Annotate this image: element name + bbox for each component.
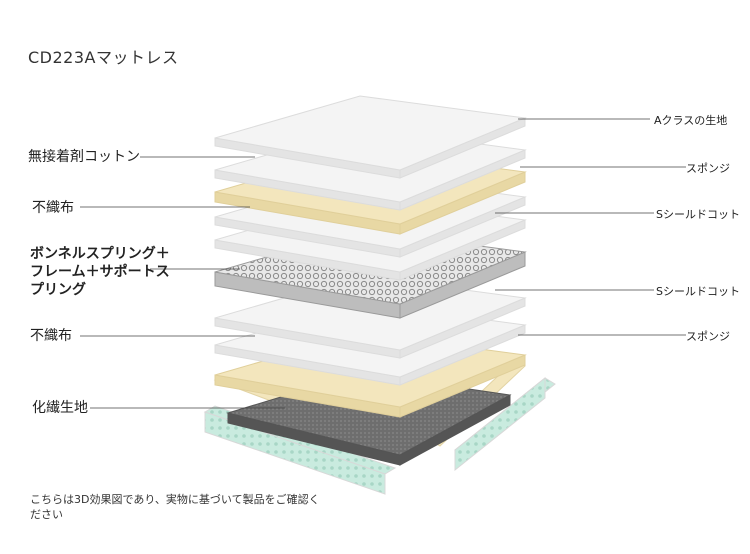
- disclaimer-note: こちらは3D効果図であり、実物に基づいて製品をご確認ください: [30, 493, 320, 521]
- page-title: CD223Aマットレス: [28, 48, 179, 67]
- mattress-layers: [214, 95, 527, 466]
- frame-left-front: [204, 411, 386, 495]
- label-nonwoven-2: 不織布: [30, 328, 72, 344]
- label-synthetic-fabric: 化繊生地: [32, 400, 88, 416]
- label-shield-cotton-1: Sシールドコット: [656, 208, 740, 221]
- label-sponge-1: スポンジ: [686, 162, 730, 175]
- label-cotton: 無接着剤コットン: [28, 149, 140, 165]
- label-nonwoven-1: 不織布: [32, 200, 74, 216]
- label-shield-cotton-2: Sシールドコット: [656, 285, 740, 298]
- label-spring: ボンネルスプリング＋フレーム＋サポートスプリング: [30, 246, 170, 298]
- leader-lines: [80, 118, 686, 409]
- label-a-class-fabric: Aクラスの生地: [654, 114, 728, 127]
- layer-a-class-fabric: [214, 95, 527, 171]
- frame-right-front: [454, 376, 546, 472]
- label-sponge-2: スポンジ: [686, 330, 730, 343]
